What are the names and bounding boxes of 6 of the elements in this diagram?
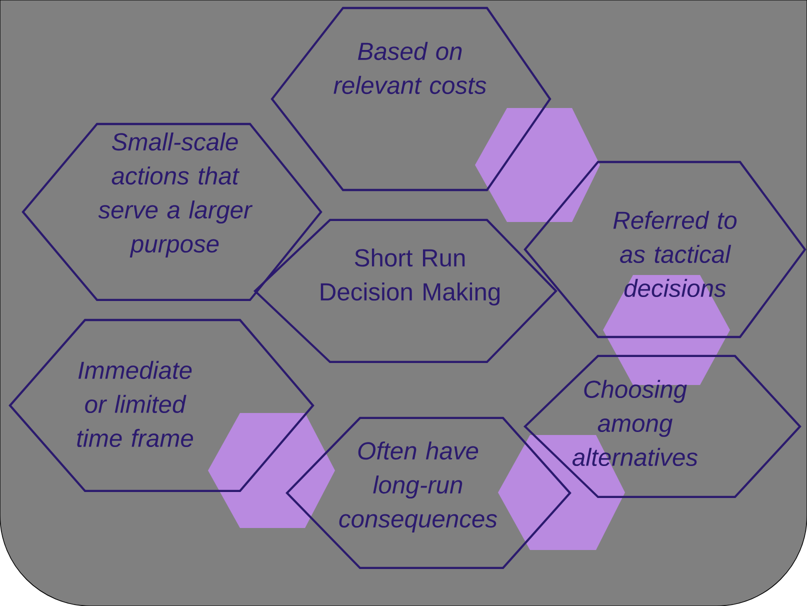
hexagon — [208, 413, 335, 528]
hexagon: Immediate or limited time frame — [8, 318, 314, 492]
hexagon: Often have long-run consequences — [286, 416, 572, 570]
hexagon — [475, 108, 600, 222]
hexagon: Small-scale actions that serve a larger purpose — [22, 122, 322, 302]
hexagon: Based on relevant costs — [270, 6, 552, 192]
